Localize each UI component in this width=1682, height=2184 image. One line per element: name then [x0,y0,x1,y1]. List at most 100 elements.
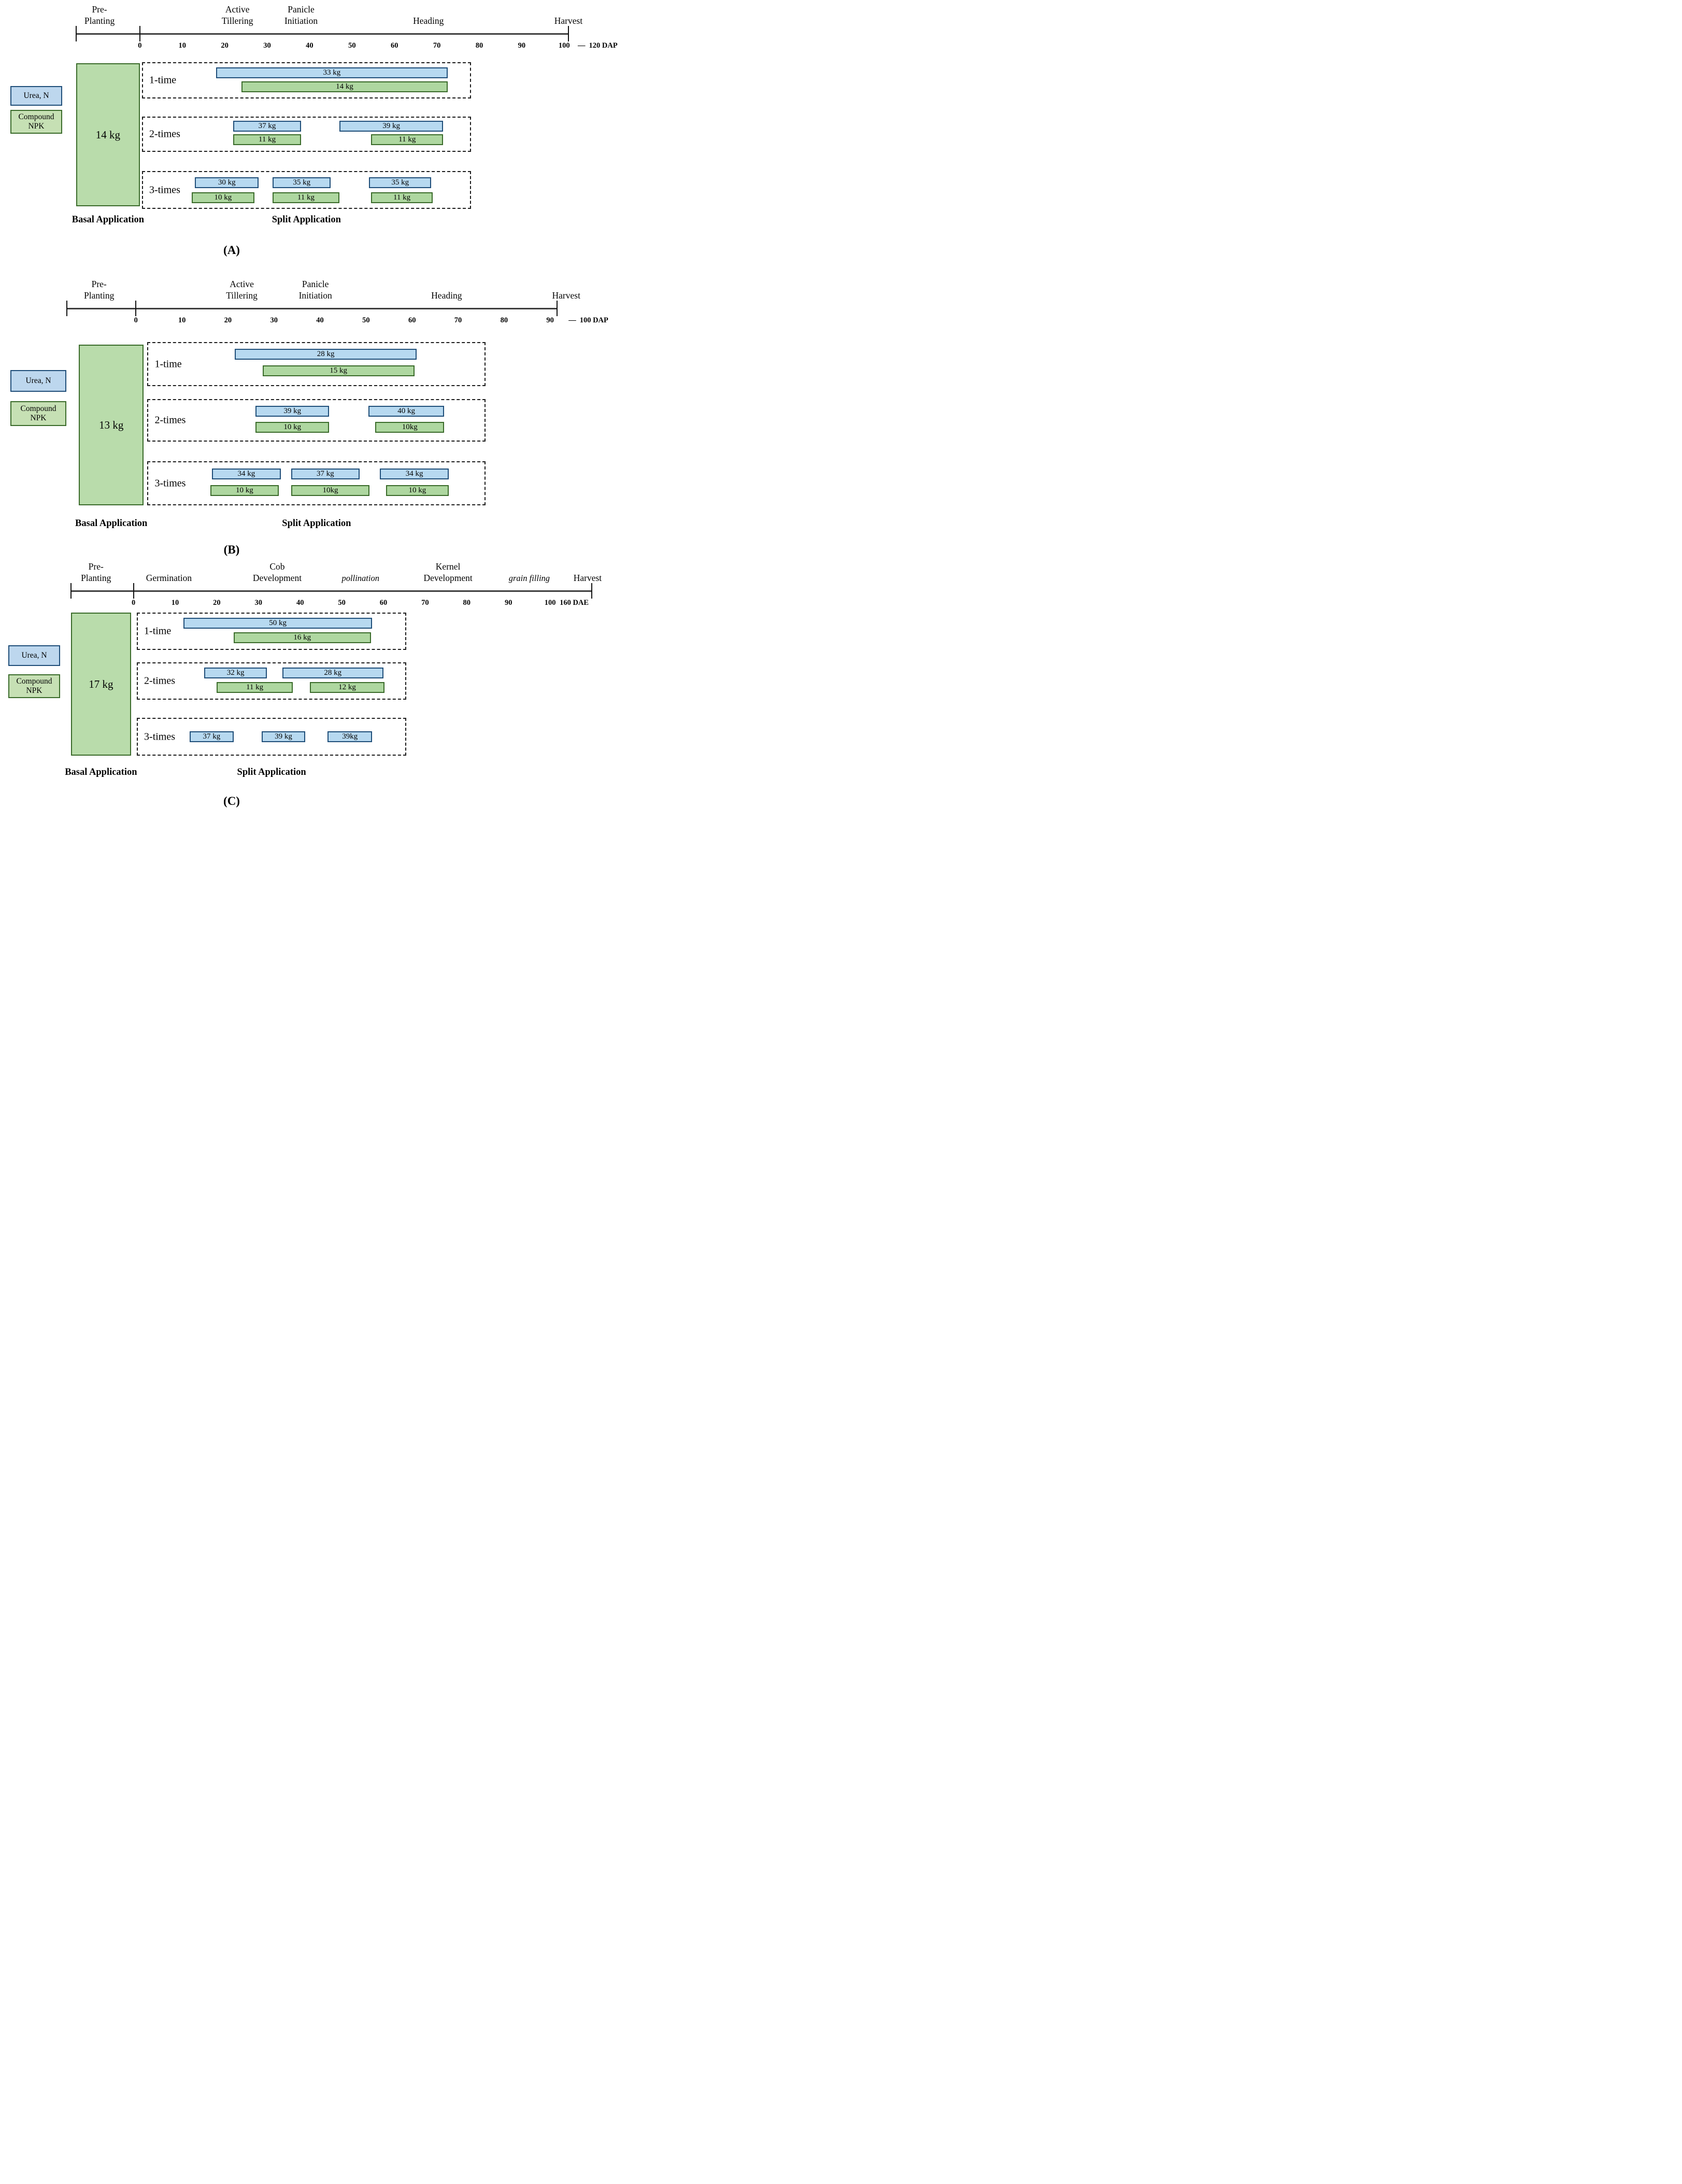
split-row-box-2-times [137,662,407,700]
urea-bar: 34 kg [211,469,281,479]
urea-bar: 37 kg [233,121,302,132]
axis-tick [135,301,137,316]
bar-amount: 39 kg [275,732,292,741]
split-row-box-2-times [147,399,486,442]
stage-label-pollination: pollination [341,573,379,584]
bar-amount: 35 kg [391,178,409,187]
legend-urea-swatch: Urea, N [10,86,62,106]
axis-tick-label: 20 [213,599,221,607]
basal-application-caption: Basal Application [72,215,145,225]
axis-tick-label: 30 [254,599,263,607]
legend-urea-swatch: Urea, N [8,645,60,666]
split-row-box-1-time [137,613,407,650]
growth-stage-timeline-axis [67,308,557,309]
stage-label-harvest: Harvest [554,16,583,26]
basal-application-box: 17 kg [71,613,131,756]
axis-tick-label: 50 [348,41,356,50]
split-application-caption: Split Application [237,767,306,777]
bar-amount: 37 kg [203,732,221,741]
urea-bar: 35 kg [273,177,331,188]
npk-bar: 12 kg [309,682,385,693]
split-row-box-3-times [137,718,407,756]
axis-tick-label: 20 [221,41,229,50]
axis-tick [133,583,134,599]
bar-amount: 37 kg [258,122,276,130]
npk-bar: 15 kg [262,365,415,376]
bar-amount: 10kg [322,486,338,494]
axis-tick-label: 80 [500,316,508,324]
bar-amount: 10 kg [408,486,426,494]
axis-tick-label: 0 [134,316,138,324]
axis-unit-text: 160 DAE [560,599,589,607]
axis-tick-label: 20 [224,316,232,324]
urea-bar: 37 kg [291,469,360,479]
axis-tick-label: 90 [546,316,554,324]
npk-bar: 11 kg [273,192,339,203]
bar-amount: 39 kg [382,122,400,130]
axis-tick [70,583,72,599]
npk-bar: 10 kg [191,192,254,203]
legend-npk-swatch: Compound NPK [10,110,62,134]
axis-tick-label: 60 [390,41,398,50]
split-row-label: 3-times [154,477,186,489]
panel-caption-c: (C) [223,795,240,807]
bar-amount: 39kg [342,732,358,741]
split-row-label: 2-times [154,414,186,426]
split-row-box-1-time [141,62,471,98]
stage-label-panicle-initiation: Panicle Initiation [284,4,318,26]
panel-caption-b: (B) [223,543,240,556]
bar-amount: 10 kg [283,423,302,431]
axis-tick [557,301,558,316]
stage-label-kernel-development: Kernel Development [423,561,473,584]
axis-tick-label: 100 [544,599,556,607]
panel-caption-a: (A) [223,244,240,257]
bar-amount: 33 kg [323,68,341,77]
npk-bar: 11 kg [217,682,293,693]
legend-urea-swatch: Urea, N [10,370,66,392]
bar-amount: 34 kg [405,470,423,478]
basal-application-caption: Basal Application [65,767,137,777]
axis-tick-label: 60 [408,316,416,324]
axis-tick [139,26,140,41]
npk-bar: 16 kg [233,632,371,643]
urea-bar: 30 kg [195,177,259,188]
split-row-label: 3-times [144,731,176,742]
bar-amount: 11 kg [297,193,315,202]
bar-amount: 14 kg [336,82,353,91]
split-row-label: 3-times [149,184,180,195]
split-row-label: 2-times [144,675,176,687]
bar-amount: 28 kg [324,669,342,677]
stage-label-germination: Germination [146,573,192,584]
legend-npk-swatch: Compound NPK [8,674,60,698]
npk-bar: 14 kg [241,81,448,92]
npk-bar: 10 kg [255,422,330,433]
urea-bar: 35 kg [369,177,432,188]
growth-stage-timeline-axis [71,590,592,592]
split-application-caption: Split Application [272,215,341,225]
bar-amount: 32 kg [226,669,245,677]
axis-unit-label: 160 DAE [560,599,589,607]
bar-amount: 12 kg [338,683,356,691]
axis-tick-label: 100 [558,41,570,50]
axis-dash: — [568,316,576,324]
npk-bar: 11 kg [233,134,302,145]
bar-amount: 16 kg [293,633,311,642]
axis-tick-label: 70 [421,599,429,607]
bar-amount: 30 kg [218,178,236,187]
stage-label-harvest: Harvest [552,290,580,301]
axis-tick-label: 0 [138,41,142,50]
basal-application-box: 14 kg [76,63,140,206]
urea-bar: 39 kg [262,731,305,742]
axis-tick-label: 40 [306,41,313,50]
split-row-box-1-time [147,342,486,386]
stage-label-pre-planting: Pre- Planting [84,4,115,26]
axis-tick-label: 30 [263,41,271,50]
npk-bar: 10kg [375,422,445,433]
axis-tick-label: 70 [454,316,462,324]
stage-label-pre-planting: Pre- Planting [84,279,115,301]
stage-label-panicle-initiation: Panicle Initiation [298,279,332,301]
axis-tick-label: 80 [475,41,483,50]
split-row-box-3-times [141,171,471,209]
npk-bar: 10 kg [386,485,449,496]
